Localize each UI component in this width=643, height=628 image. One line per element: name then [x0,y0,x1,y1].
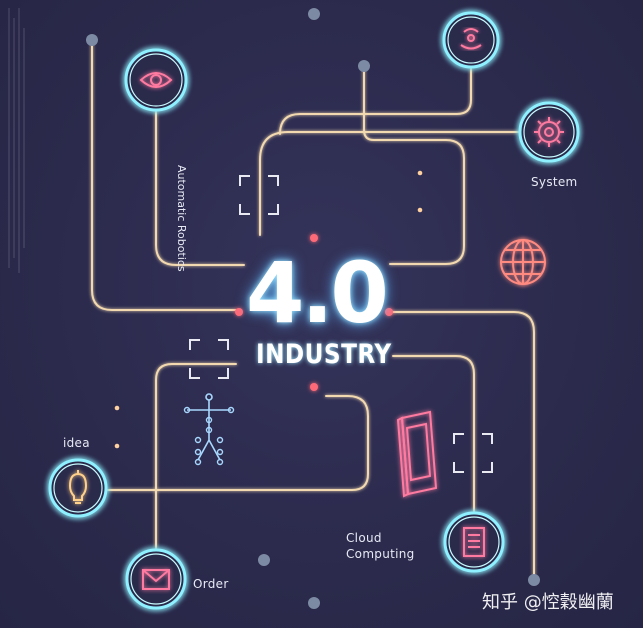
junction-node [310,234,318,242]
document-icon [443,511,505,573]
focus-bracket-icon [453,433,493,473]
wire-node [358,60,370,72]
industry-number: 4.0 [246,244,389,342]
focus-bracket-icon [239,175,279,215]
tablet-icon [396,410,438,498]
spark-dot [114,405,120,411]
decorative-text-column [8,8,25,273]
wire-node [528,574,540,586]
idea-label: idea [63,436,90,450]
wifi-broadcast-icon [442,11,500,69]
gear-icon [518,101,580,163]
cloud-computing-label: Cloud Computing [346,531,415,561]
eye-icon [124,48,188,112]
mail-icon [125,548,187,610]
focus-bracket-icon [189,339,229,379]
spark-dot [417,170,423,176]
wire-node [308,597,320,609]
watermark: 知乎 @悾穀幽蘭 [482,592,614,613]
wire-node [308,8,320,20]
junction-node [310,383,318,391]
junction-node [235,308,243,316]
order-label: Order [193,577,229,591]
spark-dot [417,207,423,213]
system-label: System [531,175,578,189]
wire-node [258,554,270,566]
industry-title: INDUSTRY [256,339,392,370]
lightbulb-icon [48,458,108,518]
robot-figure-icon [183,393,235,466]
junction-node [385,308,393,316]
automatic-robotics-label: Automatic Robotics [175,165,188,272]
wire-group [91,15,535,601]
globe-icon [500,239,546,285]
wire-node [86,34,98,46]
spark-dot [114,443,120,449]
